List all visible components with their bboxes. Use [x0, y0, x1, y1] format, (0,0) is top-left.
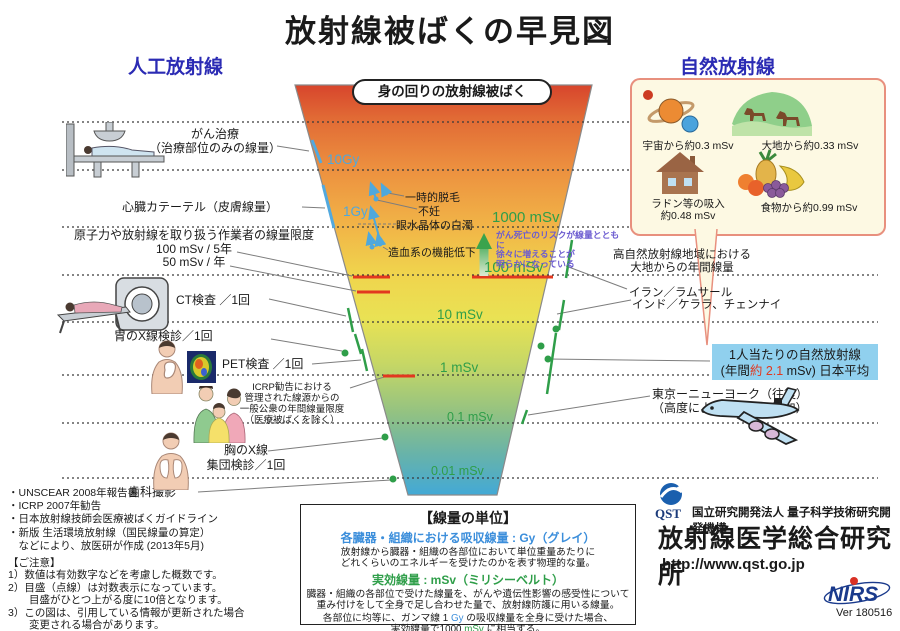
- worker-dose-limit-label: 原子力や放射線を取り扱う作業者の線量限度 100 mSv / 5年 50 mSv…: [73, 228, 314, 269]
- effective-dose-heading: 実効線量 : mSv（ミリシーベルト）: [371, 573, 564, 587]
- absorbed-dose-heading: 各臓器・組織における吸収線量 : Gy（グレイ）: [340, 531, 596, 545]
- scale-1000msv: 1000 mSv: [492, 209, 560, 226]
- blue-effect-arrows: [365, 181, 393, 250]
- green-range-marks: [346, 239, 574, 425]
- source-references: ・UNSCEAR 2008年報告書 ・ICRP 2007年勧告 ・日本放射線技師…: [8, 487, 218, 552]
- ct-exam-label: CT検査 ／1回: [176, 293, 251, 307]
- japan-average-line2: (年間約 2.1 mSv) 日本平均: [720, 364, 870, 378]
- effect-infertility-label: 不妊: [418, 206, 440, 218]
- header-natural-radiation: 自然放射線: [680, 57, 776, 78]
- website-url: http://www.qst.go.jp: [662, 556, 805, 573]
- japan-average-line1: 1人当たりの自然放射線: [729, 348, 861, 362]
- blue-range-marks: [310, 139, 336, 229]
- cosmic-dose-label: 宇宙から約0.3 mSv: [642, 140, 734, 152]
- units-note-line2: 実効線量で1000 mSv に相当する。: [390, 624, 546, 631]
- connector-lines: [197, 145, 711, 493]
- chest-xray-label: 胸のX線 集団検診／1回: [206, 443, 286, 472]
- scale-1msv: 1 mSv: [440, 360, 479, 375]
- india-kerala-label: インド／ケララ、チェンナイ: [632, 299, 782, 311]
- radiotherapy-bed-icon: [66, 122, 165, 178]
- institute-name: 放射線医学総合研究所: [658, 525, 893, 589]
- iran-ramsar-label: イラン／ラムサール: [629, 287, 733, 299]
- scale-10msv: 10 mSv: [437, 307, 483, 322]
- family-icon: [193, 386, 246, 443]
- green-reference-dots: [341, 325, 560, 483]
- pet-exam-label: PET検査 ／1回: [222, 357, 304, 371]
- cancer-risk-note: がん死亡のリスクが線量とともに 徐々に増えることが 明らかになっている: [496, 230, 620, 269]
- qst-logo-icon: QST: [655, 483, 683, 521]
- radon-dose-label: ラドン等の吸入 約0.48 mSv: [651, 198, 725, 222]
- effect-hair-loss-label: 一時的脱毛: [405, 192, 460, 204]
- high-background-area-label: 高自然放射線地域における 大地からの年間線量: [613, 249, 751, 274]
- scale-100msv: 100 mSv: [484, 259, 544, 276]
- airplane-icon: [700, 387, 800, 445]
- effective-dose-body: 臓器・組織の各部位で受けた線量を、がんや遺伝性影響の感受性について 重み付けをし…: [306, 589, 630, 611]
- planets-icon: [643, 90, 699, 133]
- scale-001msv: 0.01 mSv: [431, 464, 484, 478]
- cancer-therapy-label: がん治療 （治療部位のみの線量）: [148, 127, 281, 155]
- ct-scanner-icon: [56, 277, 169, 334]
- natural-radiation-box: 宇宙から約0.3 mSv 大地から約0.33 mSv ラドン等の吸入 約0.48…: [630, 78, 886, 236]
- effect-hematopoietic-label: 造血系の機能低下: [388, 247, 476, 259]
- funnel-shape: [294, 84, 593, 496]
- fruits-icon: [738, 149, 805, 198]
- nirs-logo: NIRS: [823, 577, 891, 606]
- food-dose-label: 食物から約0.99 mSv: [760, 202, 858, 214]
- house-icon: [656, 152, 704, 194]
- ground-dose-label: 大地から約0.33 mSv: [761, 140, 859, 152]
- units-box-title: 【線量の単位】: [419, 510, 517, 526]
- chest-xray-person-icon: [153, 432, 189, 490]
- green-risk-arrow: [476, 233, 492, 276]
- natural-box-pointer-tail: [694, 229, 718, 346]
- icrp-public-limit-label: ICRP勧告における 管理された線源からの 一般公衆の年間線量限度 （医療被ばく…: [239, 382, 345, 426]
- effect-lens-opacity-label: 眼水晶体の白濁: [396, 220, 473, 232]
- cardiac-catheter-label: 心臓カテーテル（皮膚線量）: [122, 200, 279, 214]
- organization-name: 国立研究開発法人 量子科学技術研究開発機構: [692, 507, 891, 535]
- svg-text:NIRS: NIRS: [828, 583, 878, 606]
- japan-average-natural-dose-badge: 1人当たりの自然放射線 (年間約 2.1 mSv) 日本平均: [712, 344, 878, 380]
- stomach-xray-label: 胃のX線検診／1回: [114, 329, 213, 343]
- pet-scan-icon: [187, 351, 216, 383]
- scale-1gy: 1Gy: [343, 204, 368, 219]
- scale-10gy: 10Gy: [327, 152, 360, 167]
- scale-01msv: 0.1 mSv: [447, 410, 493, 424]
- units-note-line1: 各部位に均等に、ガンマ線 1 Gy の吸収線量を全身に受けた場合、: [322, 613, 614, 624]
- stomach-xray-person-icon: [151, 340, 183, 394]
- svg-text:QST: QST: [655, 506, 681, 521]
- caution-notes: 【ご注意】 1）数値は有効数字などを考慮した概数です。 2）目盛（点線）は対数表…: [8, 557, 245, 631]
- horses-icon: [732, 92, 812, 136]
- dose-units-box: 【線量の単位】 各臓器・組織における吸収線量 : Gy（グレイ） 放射線から臓器…: [300, 504, 636, 631]
- page-title: 放射線被ばくの早見図: [285, 14, 615, 49]
- everyday-exposure-bubble: 身の回りの放射線被ばく: [352, 79, 552, 105]
- red-dose-marks: [353, 275, 553, 378]
- absorbed-dose-body: 放射線から臓器・組織の各部位において単位重量あたりに どれくらいのエネルギーを受…: [340, 547, 596, 569]
- header-artificial-radiation: 人工放射線: [128, 57, 224, 78]
- version-label: Ver 180516: [836, 607, 893, 619]
